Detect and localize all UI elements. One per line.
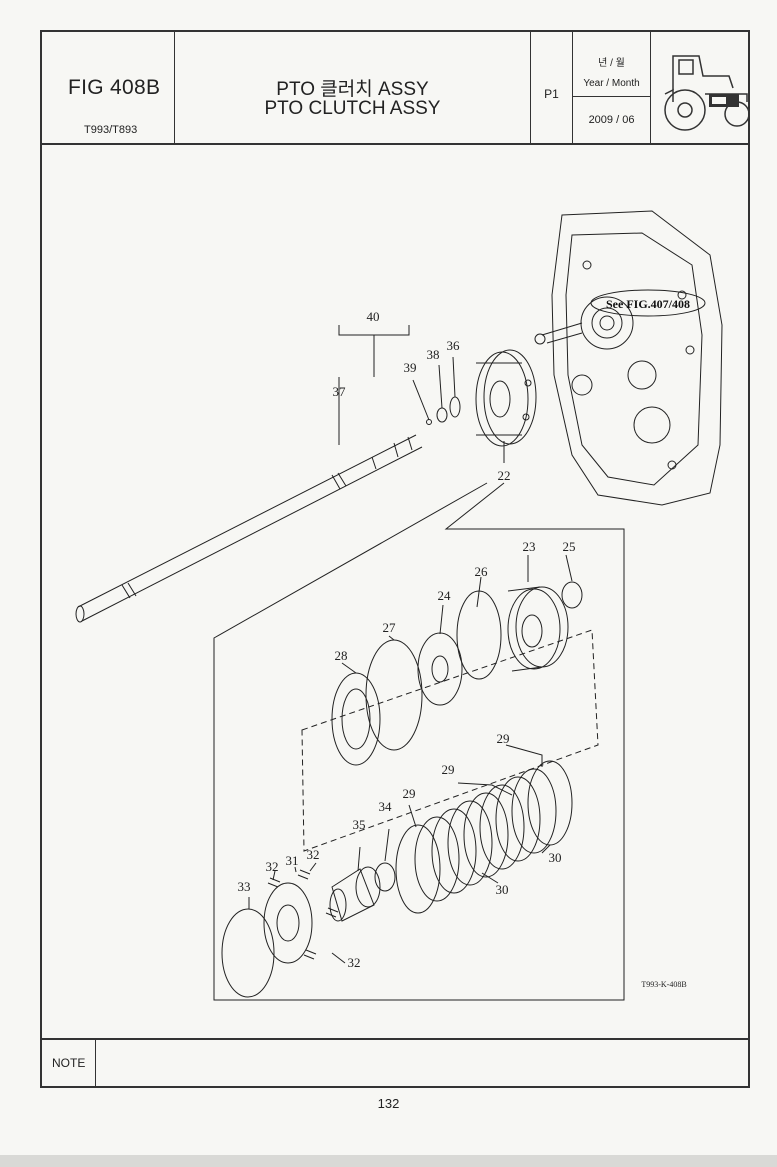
date-cell: 년 / 월 Year / Month 2009 / 06 [573,32,651,143]
detail-frame [213,482,625,1001]
page-code: P1 [544,87,559,101]
note-label-cell: NOTE [42,1040,96,1086]
title-cell: PTO 클러치 ASSY PTO CLUTCH ASSY [175,32,531,143]
clutch-housing-upper [475,349,537,447]
page-frame: FIG 408B T993/T893 PTO 클러치 ASSY PTO CLUT… [40,30,750,1088]
callout-36: 36 [447,338,461,353]
title-english: PTO CLUTCH ASSY [264,98,441,119]
scan-edge [0,1155,777,1167]
callout-30b: 30 [496,882,509,897]
callout-39: 39 [404,360,417,375]
callout-32c: 32 [348,955,361,970]
piston-24 [417,632,463,706]
callout-26: 26 [475,564,489,579]
callout-23: 23 [523,539,536,554]
bearing-36 [449,396,461,418]
model-codes: T993/T893 [84,124,138,136]
fig-number: FIG 408B [68,76,161,99]
date-label-korean: 년 / 월 [598,58,625,69]
spring-32b [297,869,311,880]
spring-32c [325,907,339,918]
see-fig-label: See FIG.407/408 [606,297,690,311]
callout-25: 25 [563,539,576,554]
callout-30a: 30 [549,850,562,865]
o-ring-25 [561,581,583,609]
page-code-cell: P1 [531,32,573,143]
page-number: 132 [377,1096,400,1111]
pto-shaft [75,434,423,623]
seal-ring-26 [456,590,502,680]
callout-31: 31 [286,853,299,868]
title-korean: PTO 클러치 ASSY [276,79,429,100]
callout-38: 38 [427,347,440,362]
snap-ring-33 [221,908,275,998]
callout-24: 24 [438,588,452,603]
ball-39 [426,419,432,425]
fig-cell: FIG 408B T993/T893 [42,32,175,143]
callout-29a: 29 [497,731,510,746]
plate-group-box [301,629,599,852]
callout-29b: 29 [442,762,455,777]
clutch-hub-23 [507,586,569,672]
callout-27: 27 [383,620,397,635]
see-fig-oval [590,289,706,317]
header-table: FIG 408B T993/T893 PTO 클러치 ASSY PTO CLUT… [42,32,750,145]
snap-ring-38 [436,407,448,423]
callout-28: 28 [335,648,348,663]
seal-27 [365,639,423,751]
callout-34: 34 [379,799,393,814]
spring-32a [267,877,281,888]
date-label-box: 년 / 월 Year / Month [573,32,650,97]
callout-40: 40 [367,309,380,324]
exploded-view-diagram: See FIG.407/408 40 39 38 36 37 22 23 25 … [75,210,723,1001]
drawing-code: T993-K-408B [641,980,686,989]
transmission-housing [534,210,723,506]
callout-32b: 32 [307,847,320,862]
date-value: 2009 / 06 [588,114,635,126]
plate-28 [331,672,381,766]
bearing-34 [374,862,396,892]
spring-32d [303,949,317,960]
callout-22: 22 [498,468,511,483]
callout-37: 37 [333,384,347,399]
tractor-icon [664,55,750,131]
callout-29c: 29 [403,786,416,801]
callout-35: 35 [353,817,366,832]
note-label: NOTE [52,1056,86,1070]
tractor-logo-cell [651,32,750,143]
callout-32a: 32 [266,859,279,874]
hub-35 [329,866,381,922]
date-label-english: Year / Month [583,78,640,89]
friction-discs [395,760,573,914]
callout-33: 33 [238,879,251,894]
retainer-31 [263,882,313,964]
note-row: NOTE [42,1038,748,1086]
